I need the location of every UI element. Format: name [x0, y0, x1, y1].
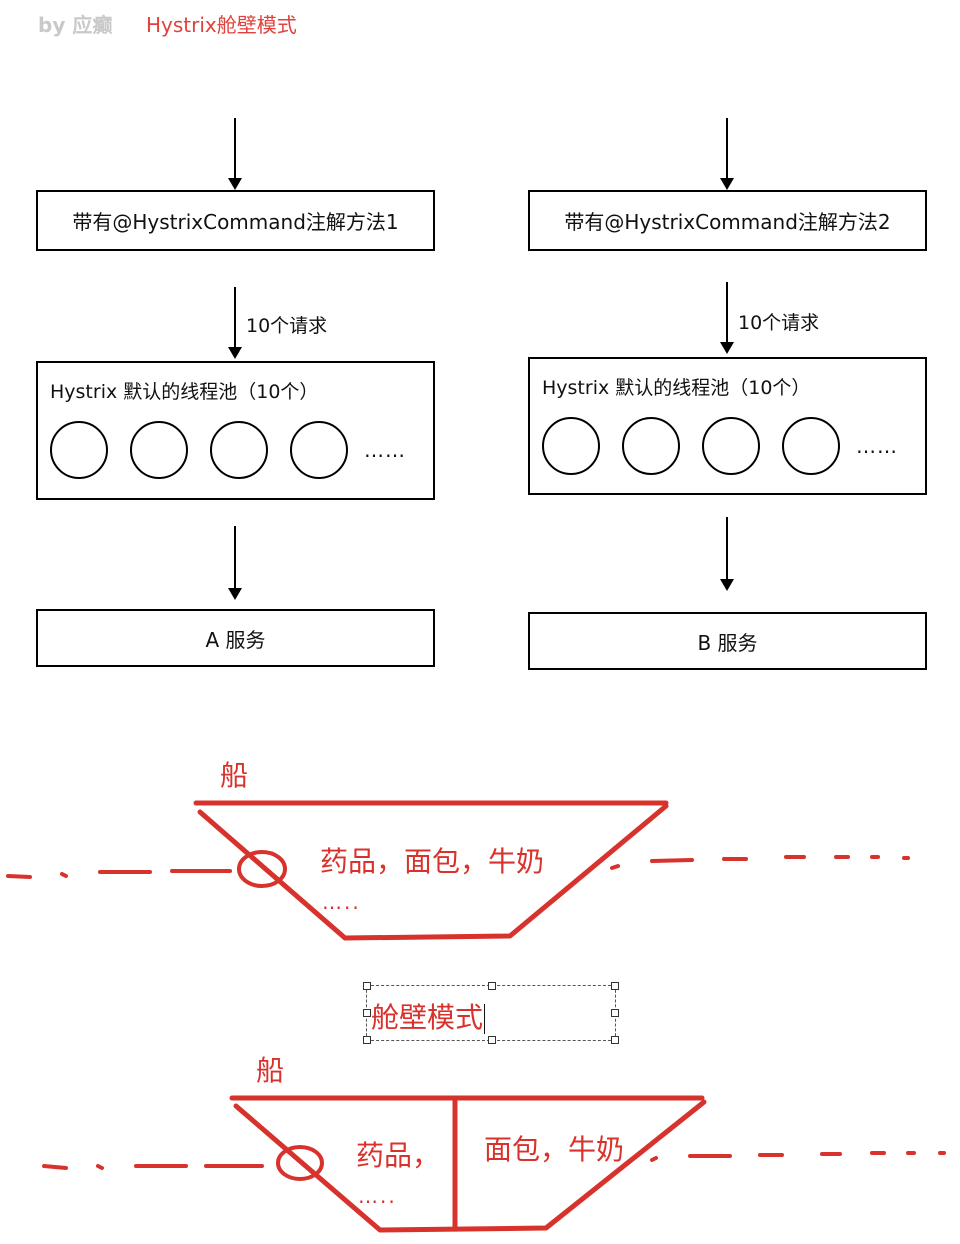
- ship-hull-2: [229, 1095, 707, 1233]
- text-edit-content[interactable]: 舱壁模式: [371, 1001, 486, 1034]
- resize-handle-icon[interactable]: [363, 1009, 371, 1017]
- resize-handle-icon[interactable]: [611, 1036, 619, 1044]
- entry-arrow-left-icon: [228, 118, 242, 190]
- resize-handle-icon[interactable]: [488, 1036, 496, 1044]
- service-arrow-left-icon: [228, 526, 242, 600]
- thread-ellipsis: ……: [364, 438, 406, 462]
- thread-list: ……: [50, 421, 406, 479]
- text-edit-box[interactable]: 舱壁模式: [363, 982, 619, 1044]
- thread-circle-icon: [210, 421, 268, 479]
- request-arrow-right-icon: [720, 282, 734, 354]
- text-caret: [484, 1004, 486, 1034]
- resize-handle-icon[interactable]: [488, 982, 496, 990]
- ship-cargo-dots-1: …..: [322, 890, 361, 914]
- thread-circle-icon: [702, 417, 760, 475]
- ship-cargo-dots-2: …..: [358, 1184, 397, 1208]
- request-arrow-left-icon: [228, 287, 242, 359]
- thread-pool-left: Hystrix 默认的线程池（10个） ……: [36, 361, 435, 500]
- thread-pool-right: Hystrix 默认的线程池（10个） ……: [528, 357, 927, 495]
- thread-circle-icon: [290, 421, 348, 479]
- thread-circle-icon: [542, 417, 600, 475]
- request-label-left: 10个请求: [246, 315, 328, 337]
- waterline-2: [42, 1151, 946, 1170]
- entry-arrow-right-icon: [720, 118, 734, 190]
- waterline-1: [6, 855, 910, 879]
- thread-circle-icon: [782, 417, 840, 475]
- resize-handle-icon[interactable]: [363, 982, 371, 990]
- resize-handle-icon[interactable]: [611, 982, 619, 990]
- thread-circle-icon: [622, 417, 680, 475]
- ship-cargo-right-2: 面包，牛奶: [484, 1133, 625, 1166]
- resize-handle-icon[interactable]: [363, 1036, 371, 1044]
- ship-label-1: 船: [220, 759, 249, 792]
- service-box-b: B 服务: [528, 612, 927, 670]
- page-title: Hystrix舱壁模式: [146, 13, 297, 37]
- thread-circle-icon: [130, 421, 188, 479]
- method-box-2: 带有@HystrixCommand注解方法2: [528, 190, 927, 251]
- service-arrow-right-icon: [720, 517, 734, 591]
- method-box-1: 带有@HystrixCommand注解方法1: [36, 190, 435, 251]
- ship-cargo-1: 药品，面包，牛奶: [320, 845, 545, 878]
- bulkhead-ship-sketch: [6, 800, 946, 1233]
- ship-hull-1: [193, 800, 669, 941]
- thread-list: ……: [542, 417, 898, 475]
- thread-circle-icon: [50, 421, 108, 479]
- thread-pool-label: Hystrix 默认的线程池（10个）: [542, 377, 811, 399]
- byline: by 应癫: [38, 13, 113, 37]
- ship-cargo-left-2: 药品，: [356, 1139, 441, 1172]
- ship-label-2: 船: [256, 1054, 285, 1087]
- request-label-right: 10个请求: [738, 312, 820, 334]
- thread-ellipsis: ……: [856, 434, 898, 458]
- service-box-a: A 服务: [36, 609, 435, 667]
- thread-pool-label: Hystrix 默认的线程池（10个）: [50, 381, 319, 403]
- resize-handle-icon[interactable]: [611, 1009, 619, 1017]
